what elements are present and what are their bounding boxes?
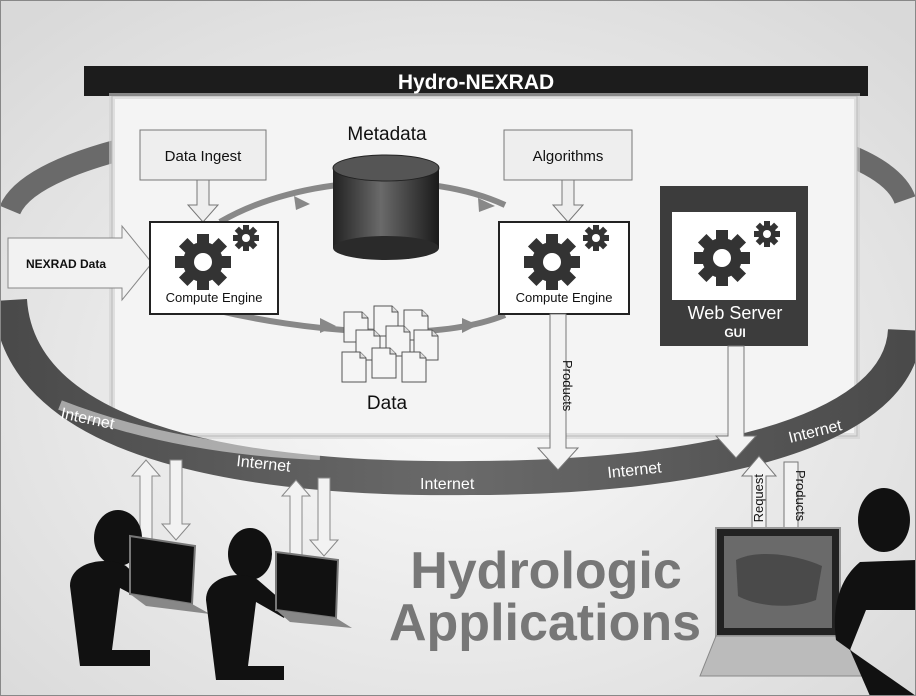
gear-icon <box>233 225 259 251</box>
flow-arrowhead <box>478 198 495 212</box>
web-server-box <box>660 186 808 346</box>
user-up-arrow <box>130 459 162 541</box>
panel-title: Hydro-NEXRAD <box>398 71 554 94</box>
products-user-label: Products <box>793 470 808 522</box>
metadata-label: Metadata <box>347 124 427 145</box>
nexrad-input-arrow <box>7 224 153 302</box>
footer-line2: Applications <box>389 594 701 652</box>
laptop-icon <box>699 527 871 677</box>
user-down-arrow <box>308 477 340 557</box>
data-ingest-label: Data Ingest <box>165 148 243 165</box>
user-down-arrow <box>160 459 192 541</box>
gear-icon <box>175 234 231 290</box>
flow-arrowhead <box>320 318 336 333</box>
data-label: Data <box>367 393 408 414</box>
database-icon <box>332 154 440 260</box>
flow-arrowhead <box>294 196 310 210</box>
laptop-icon <box>275 550 352 628</box>
algorithms-arrow <box>551 179 585 223</box>
ingest-arrow <box>186 179 220 223</box>
algorithms-box <box>503 129 633 181</box>
request-label: Request <box>751 474 766 523</box>
nexrad-data-label: NEXRAD Data <box>26 257 106 271</box>
gear-icon <box>754 221 780 247</box>
algorithms-label: Algorithms <box>533 148 604 165</box>
products-down-arrow <box>536 313 580 471</box>
ring-highlight <box>58 400 321 460</box>
internet-label: Internet <box>607 459 663 482</box>
person-icon <box>834 488 916 696</box>
web-server-label: Web Server <box>688 303 783 323</box>
documents-icon <box>341 305 439 383</box>
gear-icon <box>694 230 750 286</box>
laptop-icon <box>129 534 210 614</box>
internet-label: Internet <box>420 476 475 493</box>
internet-label: Internet <box>236 453 292 476</box>
gear-icon <box>524 234 580 290</box>
user-up-arrow <box>280 479 312 561</box>
footer-line1: Hydrologic <box>410 542 682 600</box>
compute-engine-left-label: Compute Engine <box>166 290 263 305</box>
gear-icon <box>583 225 609 251</box>
compute-engine-right-label: Compute Engine <box>516 290 613 305</box>
compute-engine-right-box <box>498 221 630 315</box>
gui-label: GUI <box>724 326 745 340</box>
web-server-down-arrow <box>714 345 758 459</box>
flow-arrowhead <box>462 318 478 333</box>
compute-engine-left-box <box>149 221 279 315</box>
products-down-label: Products <box>560 360 575 412</box>
person-icon <box>206 528 288 680</box>
